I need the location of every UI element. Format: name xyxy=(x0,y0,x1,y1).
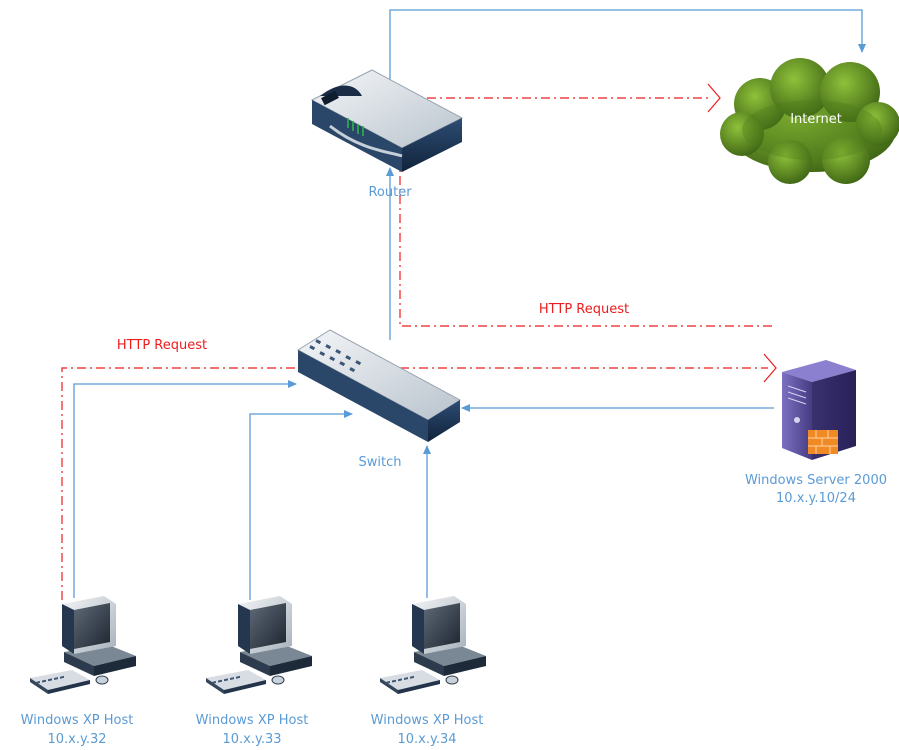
host-1-address: 10.x.y.32 xyxy=(47,732,106,747)
internet-label: Internet xyxy=(790,112,842,127)
request-arrowheads xyxy=(707,83,777,383)
switch-label: Switch xyxy=(359,455,402,470)
host-2-address: 10.x.y.33 xyxy=(222,732,281,747)
request-arrowhead-internet xyxy=(707,83,721,113)
request-server-to-internet xyxy=(399,97,772,327)
server-label: Windows Server 2000 xyxy=(745,473,887,488)
request-arrowhead-server xyxy=(763,353,777,383)
router-label: Router xyxy=(368,185,412,200)
link-host2-switch xyxy=(249,410,353,600)
host-2-label: Windows XP Host xyxy=(196,713,309,728)
server-icon xyxy=(782,360,856,460)
host-1-label: Windows XP Host xyxy=(21,713,134,728)
host-2-icon xyxy=(205,595,313,695)
http-request-label-left: HTTP Request xyxy=(117,338,207,353)
host-1-icon xyxy=(29,595,137,695)
internet-cloud-icon xyxy=(720,58,899,184)
link-host1-switch xyxy=(73,380,297,598)
server-address: 10.x.y.10/24 xyxy=(776,491,856,506)
links xyxy=(73,9,866,600)
router-icon xyxy=(310,69,464,172)
http-request-label-right: HTTP Request xyxy=(539,302,629,317)
host-3-icon xyxy=(379,595,487,695)
host-3-label: Windows XP Host xyxy=(371,713,484,728)
request-host-to-server xyxy=(61,367,768,600)
switch-icon xyxy=(297,329,461,442)
request-paths xyxy=(61,97,772,600)
host-3-address: 10.x.y.34 xyxy=(397,732,456,747)
link-router-internet xyxy=(389,9,866,84)
